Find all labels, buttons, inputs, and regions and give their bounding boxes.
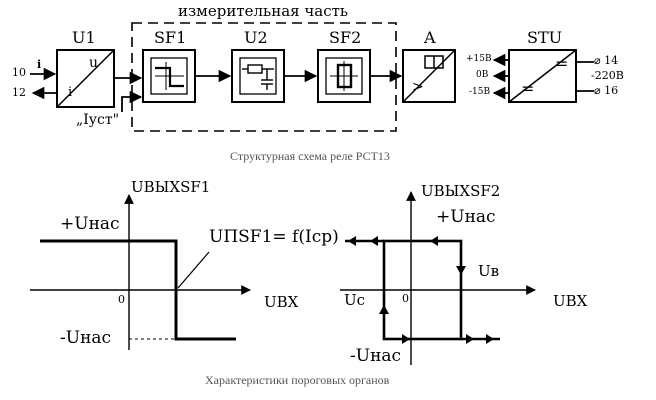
input-pin-10: 10 bbox=[12, 66, 26, 79]
sf1-threshold-formula: UПSF1= f(Iср) bbox=[209, 227, 339, 247]
sf2-arrow-top bbox=[430, 236, 438, 246]
sf2-origin: 0 bbox=[402, 292, 409, 305]
terminal-16: ⌀ 16 bbox=[594, 84, 619, 97]
sf1-minus-level: -Uнас bbox=[60, 328, 112, 348]
sf2-loop bbox=[382, 239, 463, 341]
block-a-title: A bbox=[424, 28, 436, 47]
sf2-arrow-bottom bbox=[402, 334, 410, 344]
sf2-arrow-lr-1 bbox=[466, 334, 474, 344]
block-u1-top-text: u bbox=[89, 55, 99, 71]
sf2-arrow-ul-1 bbox=[348, 236, 356, 246]
sf1-curve bbox=[40, 239, 236, 341]
sf1-characteristic bbox=[30, 194, 251, 350]
output-minus15: -15В bbox=[469, 87, 491, 97]
sf1-symbol bbox=[150, 57, 188, 95]
block-u2-title: U2 bbox=[244, 28, 268, 47]
block-sf1-title: SF1 bbox=[154, 28, 187, 47]
block-u1-bottom-text: i bbox=[68, 85, 73, 100]
u2-symbol bbox=[239, 57, 277, 95]
sf2-y-axis-label: UВЫХSF2 bbox=[421, 182, 501, 200]
sf2-symbol bbox=[325, 57, 363, 95]
output-pin-12: 12 bbox=[12, 86, 26, 99]
sf2-arrow-ul-2 bbox=[370, 236, 378, 246]
sf2-lower-threshold: Uс bbox=[344, 291, 366, 309]
block-u1-title: U1 bbox=[72, 28, 96, 47]
input-current-sign: i bbox=[37, 58, 42, 71]
measuring-section-label: измерительная часть bbox=[178, 2, 349, 20]
characteristics-caption: Характеристики пороговых органов bbox=[205, 373, 390, 387]
wire-setpoint bbox=[121, 90, 143, 112]
a-relay-symbol bbox=[424, 55, 444, 69]
block-diagram-caption: Структурная схема реле РСТ13 bbox=[230, 149, 390, 163]
sf2-arrow-right-down bbox=[456, 266, 466, 275]
sf1-threshold-leader bbox=[177, 251, 210, 289]
block-u1-diagonal bbox=[56, 49, 115, 108]
block-sf2-title: SF2 bbox=[329, 28, 362, 47]
block-a bbox=[402, 49, 456, 103]
sf2-arrow-left-up bbox=[379, 305, 389, 314]
sf2-upper-threshold: Uв bbox=[478, 262, 500, 280]
sf2-minus-level: -Uнас bbox=[350, 346, 402, 366]
sf1-plus-level: +Uнас bbox=[60, 214, 120, 234]
output-plus15: +15В bbox=[466, 54, 492, 64]
sf1-x-axis-label: UВХ bbox=[264, 293, 299, 311]
sf2-plus-level: +Uнас bbox=[436, 207, 496, 227]
block-stu-top-text: = bbox=[555, 54, 569, 73]
sf2-arrow-lr-2 bbox=[486, 334, 494, 344]
block-a-diagonal bbox=[402, 49, 456, 103]
sf1-origin: 0 bbox=[118, 293, 125, 306]
sf2-x-axis-label: UВХ bbox=[553, 292, 588, 310]
block-stu-diagonal bbox=[508, 49, 577, 103]
terminal-supply: -220В bbox=[591, 69, 624, 82]
sf1-y-axis-label: UВЫХSF1 bbox=[131, 178, 211, 196]
setpoint-label: „Iуст" bbox=[76, 112, 120, 128]
output-0v: 0В bbox=[476, 70, 489, 80]
block-a-symbol: > bbox=[412, 79, 424, 95]
block-stu-bottom-text: = bbox=[521, 79, 535, 98]
block-stu-title: STU bbox=[527, 28, 563, 47]
terminal-14: ⌀ 14 bbox=[594, 54, 619, 67]
